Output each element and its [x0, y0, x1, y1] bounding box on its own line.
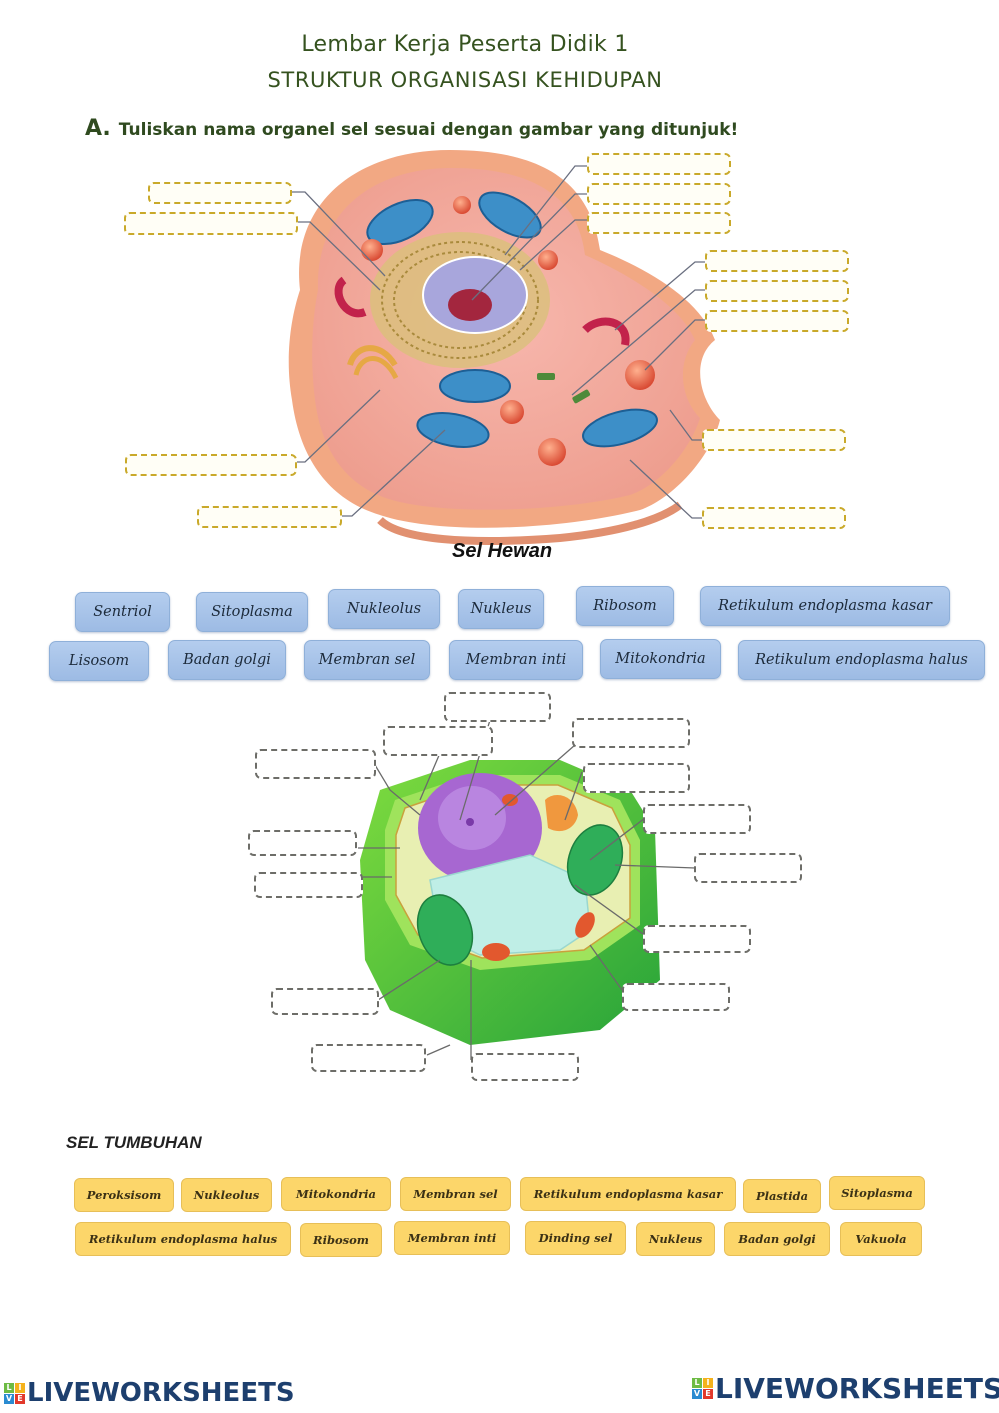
- live-grid-icon: L I V E: [692, 1378, 713, 1399]
- plant-cell-illustration: [358, 719, 696, 1060]
- plant-chip[interactable]: Mitokondria: [281, 1177, 391, 1211]
- plant-chip[interactable]: Plastida: [743, 1179, 821, 1213]
- animal-chip[interactable]: Badan golgi: [168, 640, 286, 680]
- animal-drop-zone-2[interactable]: [124, 212, 298, 235]
- plant-drop-zone-2[interactable]: [383, 726, 493, 756]
- plant-chip[interactable]: Retikulum endoplasma kasar: [520, 1177, 736, 1211]
- animal-drop-zone-4[interactable]: [587, 183, 731, 205]
- instruction: A. Tuliskan nama organel sel sesuai denga…: [85, 116, 738, 141]
- animal-chip[interactable]: Retikulum endoplasma halus: [738, 640, 985, 680]
- lysosomes: [361, 196, 655, 466]
- plant-drop-zone-9[interactable]: [254, 872, 363, 898]
- golgi-body: [334, 276, 630, 380]
- brand-name: LIVEWORKSHEETS: [715, 1372, 999, 1405]
- plant-golgi: [545, 795, 578, 832]
- liveworksheets-logo-right: L I V E LIVEWORKSHEETS: [692, 1372, 999, 1405]
- worksheet-subtitle: STRUKTUR ORGANISASI KEHIDUPAN: [267, 68, 663, 92]
- mitochondria: [366, 191, 658, 448]
- animal-chip[interactable]: Membran sel: [304, 640, 430, 680]
- plant-chip[interactable]: Membran sel: [400, 1177, 511, 1211]
- plant-drop-zone-3[interactable]: [572, 718, 690, 748]
- animal-drop-zone-12[interactable]: [702, 507, 846, 529]
- plant-drop-zone-12[interactable]: [271, 988, 379, 1015]
- animal-drop-zone-5[interactable]: [587, 212, 731, 234]
- animal-drop-zone-7[interactable]: [705, 280, 849, 302]
- animal-cell-illustration: [288, 150, 720, 545]
- plant-chip[interactable]: Membran inti: [394, 1221, 510, 1255]
- nucleolus: [448, 289, 492, 321]
- instruction-letter: A.: [85, 116, 111, 141]
- plant-drop-zone-1[interactable]: [444, 692, 551, 722]
- plant-chip[interactable]: Badan golgi: [724, 1222, 830, 1256]
- animal-drop-zone-8[interactable]: [705, 310, 849, 332]
- plant-drop-zone-7[interactable]: [248, 830, 357, 856]
- nucleus: [422, 256, 528, 334]
- animal-drop-zone-10[interactable]: [197, 506, 342, 528]
- plant-chip[interactable]: Peroksisom: [74, 1178, 174, 1212]
- chloroplasts: [416, 824, 624, 966]
- animal-chip[interactable]: Retikulum endoplasma kasar: [700, 586, 950, 626]
- plant-chip[interactable]: Vakuola: [840, 1222, 922, 1256]
- animal-chip[interactable]: Membran inti: [449, 640, 583, 680]
- plant-cell-caption: SEL TUMBUHAN: [66, 1133, 202, 1152]
- plant-drop-zone-6[interactable]: [643, 804, 751, 834]
- animal-chip[interactable]: Sitoplasma: [196, 592, 308, 632]
- animal-drop-zone-11[interactable]: [702, 429, 846, 451]
- plant-drop-zone-5[interactable]: [583, 763, 690, 793]
- brand-name: LIVEWORKSHEETS: [27, 1378, 295, 1408]
- plant-chip[interactable]: Dinding sel: [525, 1221, 626, 1255]
- centrioles: [537, 373, 591, 404]
- instruction-text: Tuliskan nama organel sel sesuai dengan …: [118, 120, 739, 140]
- plant-chip[interactable]: Nukleus: [636, 1222, 715, 1256]
- plant-nucleolus: [466, 818, 474, 826]
- plant-chip[interactable]: Sitoplasma: [829, 1176, 925, 1210]
- plant-drop-zone-14[interactable]: [471, 1053, 579, 1081]
- animal-drop-zone-1[interactable]: [148, 182, 292, 204]
- animal-drop-zone-9[interactable]: [125, 454, 297, 476]
- plant-chip[interactable]: Retikulum endoplasma halus: [75, 1222, 291, 1256]
- animal-chip[interactable]: Lisosom: [49, 641, 149, 681]
- plant-drop-zone-13[interactable]: [311, 1044, 426, 1072]
- plant-chip[interactable]: Nukleolus: [181, 1178, 272, 1212]
- worksheet-title: Lembar Kerja Peserta Didik 1: [301, 32, 629, 57]
- animal-drop-zone-3[interactable]: [587, 153, 731, 175]
- animal-chip[interactable]: Nukleolus: [328, 589, 440, 629]
- plant-drop-zone-8[interactable]: [694, 853, 802, 883]
- animal-chip[interactable]: Nukleus: [458, 589, 544, 629]
- animal-drop-zone-6[interactable]: [705, 250, 849, 272]
- animal-chip[interactable]: Ribosom: [576, 586, 674, 626]
- animal-chip[interactable]: Sentriol: [75, 592, 170, 632]
- live-grid-icon: L I V E: [4, 1382, 25, 1404]
- liveworksheets-logo-left: L I V E LIVEWORKSHEETS: [4, 1378, 295, 1408]
- plant-mitochondria: [482, 794, 595, 961]
- plant-drop-zone-11[interactable]: [622, 983, 730, 1011]
- plant-chip[interactable]: Ribosom: [300, 1223, 382, 1257]
- animal-cell-caption: Sel Hewan: [452, 540, 553, 562]
- animal-leader-lines: [292, 165, 705, 519]
- plant-drop-zone-10[interactable]: [643, 925, 751, 953]
- animal-chip[interactable]: Mitokondria: [600, 639, 721, 679]
- plant-drop-zone-4[interactable]: [255, 749, 376, 779]
